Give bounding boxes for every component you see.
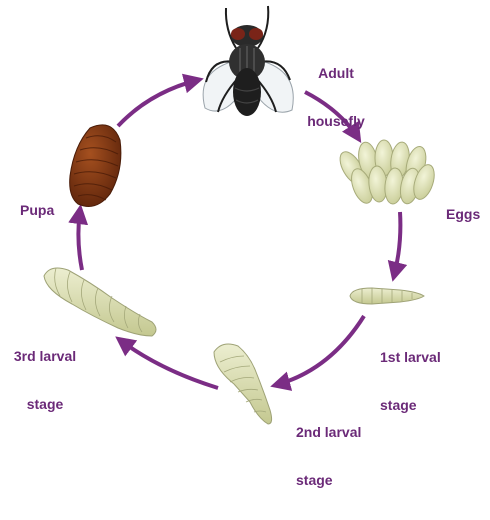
third-larval-stage-illustration <box>43 267 157 337</box>
label-first-larval-stage: 1st larval stage <box>380 317 441 445</box>
adult-housefly-illustration <box>202 5 294 116</box>
label-second-larval-line2: stage <box>296 472 333 488</box>
label-third-larval-line2: stage <box>26 396 64 412</box>
label-adult-housefly-line1: Adult <box>318 65 354 81</box>
label-adult-housefly: Adult housefly <box>296 33 376 161</box>
cycle-arrows <box>68 73 408 391</box>
label-first-larval-line2: stage <box>380 397 417 413</box>
eggs-illustration <box>339 139 435 205</box>
arrow-eggs-to-first-larval <box>387 211 408 282</box>
arrow-adult-to-eggs <box>304 90 362 144</box>
label-third-larval-line1: 3rd larval <box>13 348 77 364</box>
arrow-pupa-to-adult <box>116 73 204 128</box>
second-larval-stage-illustration <box>213 343 273 425</box>
label-eggs-line1: Eggs <box>446 206 481 222</box>
arrow-third-larval-to-pupa <box>68 204 89 271</box>
arrow-second-to-third-larval <box>115 336 219 390</box>
label-pupa-line1: Pupa <box>20 202 55 218</box>
label-eggs: Eggs <box>446 174 480 254</box>
arrow-first-to-second-larval <box>270 314 366 391</box>
label-pupa: Pupa <box>20 170 54 250</box>
pupa-illustration <box>69 124 122 207</box>
label-first-larval-line1: 1st larval <box>380 349 441 365</box>
label-second-larval-stage: 2nd larval stage <box>296 392 361 520</box>
label-second-larval-line1: 2nd larval <box>296 424 362 440</box>
first-larval-stage-illustration <box>349 287 425 305</box>
label-adult-housefly-line2: housefly <box>307 113 365 129</box>
label-third-larval-stage: 3rd larval stage <box>4 316 86 444</box>
life-cycle-illustration <box>43 5 435 425</box>
housefly-life-cycle-diagram: Adult housefly Eggs 1st larval stage 2nd… <box>14 5 480 488</box>
